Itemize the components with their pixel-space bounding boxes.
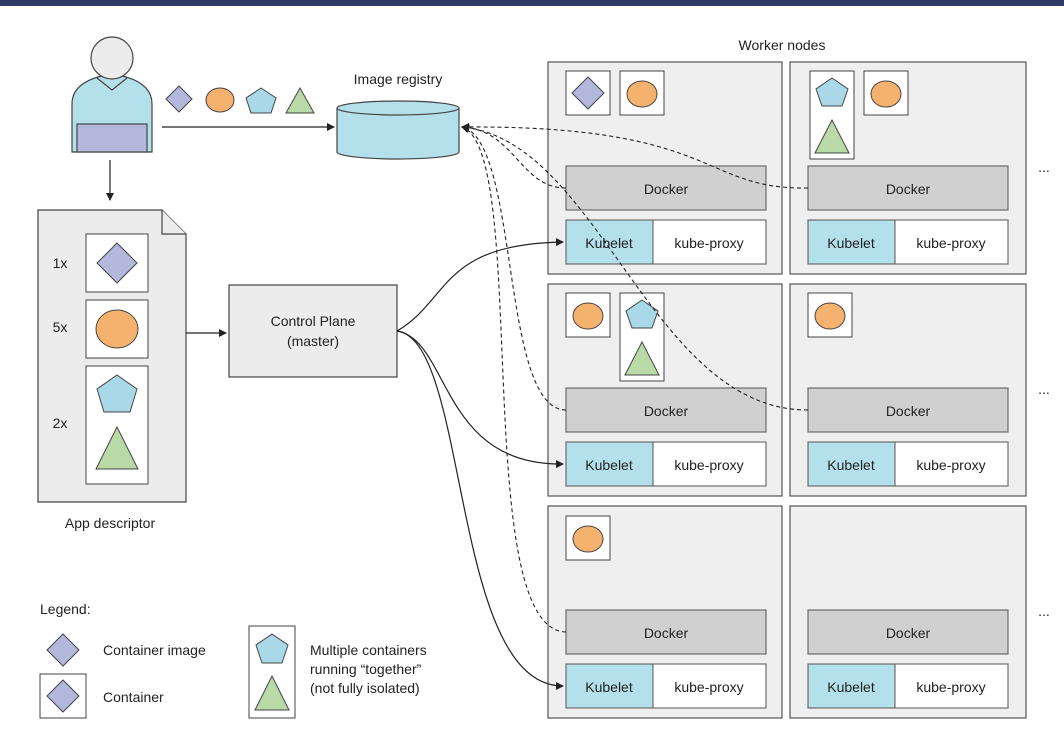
container-image-pentagon-icon — [245, 87, 277, 114]
docker-label: Docker — [886, 181, 931, 197]
docker-label: Docker — [644, 625, 689, 641]
legend-multi-line-3: (not fully isolated) — [310, 680, 420, 696]
control-plane-title: Control Plane — [271, 313, 356, 329]
worker-node-3: Docker Kubelet kube-proxy — [547, 283, 783, 497]
legend-container-image-icon — [46, 633, 80, 667]
worker-node-1: Docker Kubelet kube-proxy — [547, 61, 783, 275]
container-circle-icon — [626, 80, 658, 108]
worker-node-5: Docker Kubelet kube-proxy — [547, 505, 783, 719]
more-nodes-ellipsis: ... — [1038, 603, 1050, 619]
control-plane-subtitle: (master) — [287, 333, 339, 349]
container-circle-icon — [870, 80, 902, 108]
kubelet-label: Kubelet — [827, 457, 875, 473]
kube-proxy-label: kube-proxy — [674, 457, 743, 473]
kubelet-label: Kubelet — [827, 679, 875, 695]
descriptor-triangle-icon — [95, 425, 139, 470]
legend-container-label: Container — [103, 689, 164, 705]
docker-label: Docker — [644, 181, 689, 197]
legend-triangle-icon — [254, 674, 290, 711]
worker-node-6: Docker Kubelet kube-proxy — [789, 505, 1027, 719]
container-circle-icon — [572, 525, 604, 553]
more-nodes-ellipsis: ... — [1038, 381, 1050, 397]
kube-proxy-label: kube-proxy — [916, 457, 985, 473]
container-triangle-icon — [814, 118, 850, 154]
kube-proxy-label: kube-proxy — [674, 679, 743, 695]
top-bar — [0, 0, 1064, 6]
replica-count-1x: 1x — [53, 255, 68, 271]
image-registry-cylinder — [336, 100, 460, 160]
developer-container-images — [165, 85, 315, 114]
descriptor-circle-icon — [95, 309, 139, 349]
image-registry-label: Image registry — [354, 71, 443, 87]
kubelet-label: Kubelet — [585, 679, 633, 695]
descriptor-diamond-icon — [96, 242, 138, 284]
container-diamond-icon — [571, 76, 605, 110]
container-triangle-icon — [624, 340, 660, 376]
docker-label: Docker — [644, 403, 689, 419]
more-nodes-ellipsis: ... — [1038, 159, 1050, 175]
container-image-diamond-icon — [165, 85, 193, 113]
kubelet-label: Kubelet — [827, 235, 875, 251]
legend-pentagon-icon — [255, 633, 289, 664]
container-pentagon-icon — [815, 77, 849, 107]
worker-nodes-title: Worker nodes — [739, 37, 826, 53]
container-circle-icon — [814, 302, 846, 330]
image-pull-dashed-lines — [461, 122, 809, 633]
legend-title: Legend: — [40, 601, 91, 617]
legend-container-image-label: Container image — [103, 642, 206, 658]
descriptor-pentagon-icon — [96, 374, 138, 413]
docker-label: Docker — [886, 403, 931, 419]
control-plane-box — [228, 284, 398, 378]
kubelet-label: Kubelet — [585, 457, 633, 473]
container-image-triangle-icon — [285, 86, 315, 114]
developer-person-icon — [71, 36, 153, 153]
kubelet-label: Kubelet — [585, 235, 633, 251]
container-circle-icon — [572, 302, 604, 330]
replica-count-2x: 2x — [53, 415, 68, 431]
worker-node-4: Docker Kubelet kube-proxy — [789, 283, 1027, 497]
kube-proxy-label: kube-proxy — [674, 235, 743, 251]
legend-multi-line-2: running “together” — [310, 661, 422, 677]
worker-node-2: Docker Kubelet kube-proxy — [789, 61, 1027, 275]
kube-proxy-label: kube-proxy — [916, 679, 985, 695]
replica-count-5x: 5x — [53, 319, 68, 335]
legend-multi-line-1: Multiple containers — [310, 642, 427, 658]
kube-proxy-label: kube-proxy — [916, 235, 985, 251]
container-image-circle-icon — [205, 87, 235, 113]
docker-label: Docker — [886, 625, 931, 641]
legend-container-icon — [46, 679, 80, 713]
control-plane-to-kubelet-arrows — [396, 238, 564, 690]
app-descriptor-label: App descriptor — [65, 515, 156, 531]
container-pentagon-icon — [625, 299, 659, 329]
